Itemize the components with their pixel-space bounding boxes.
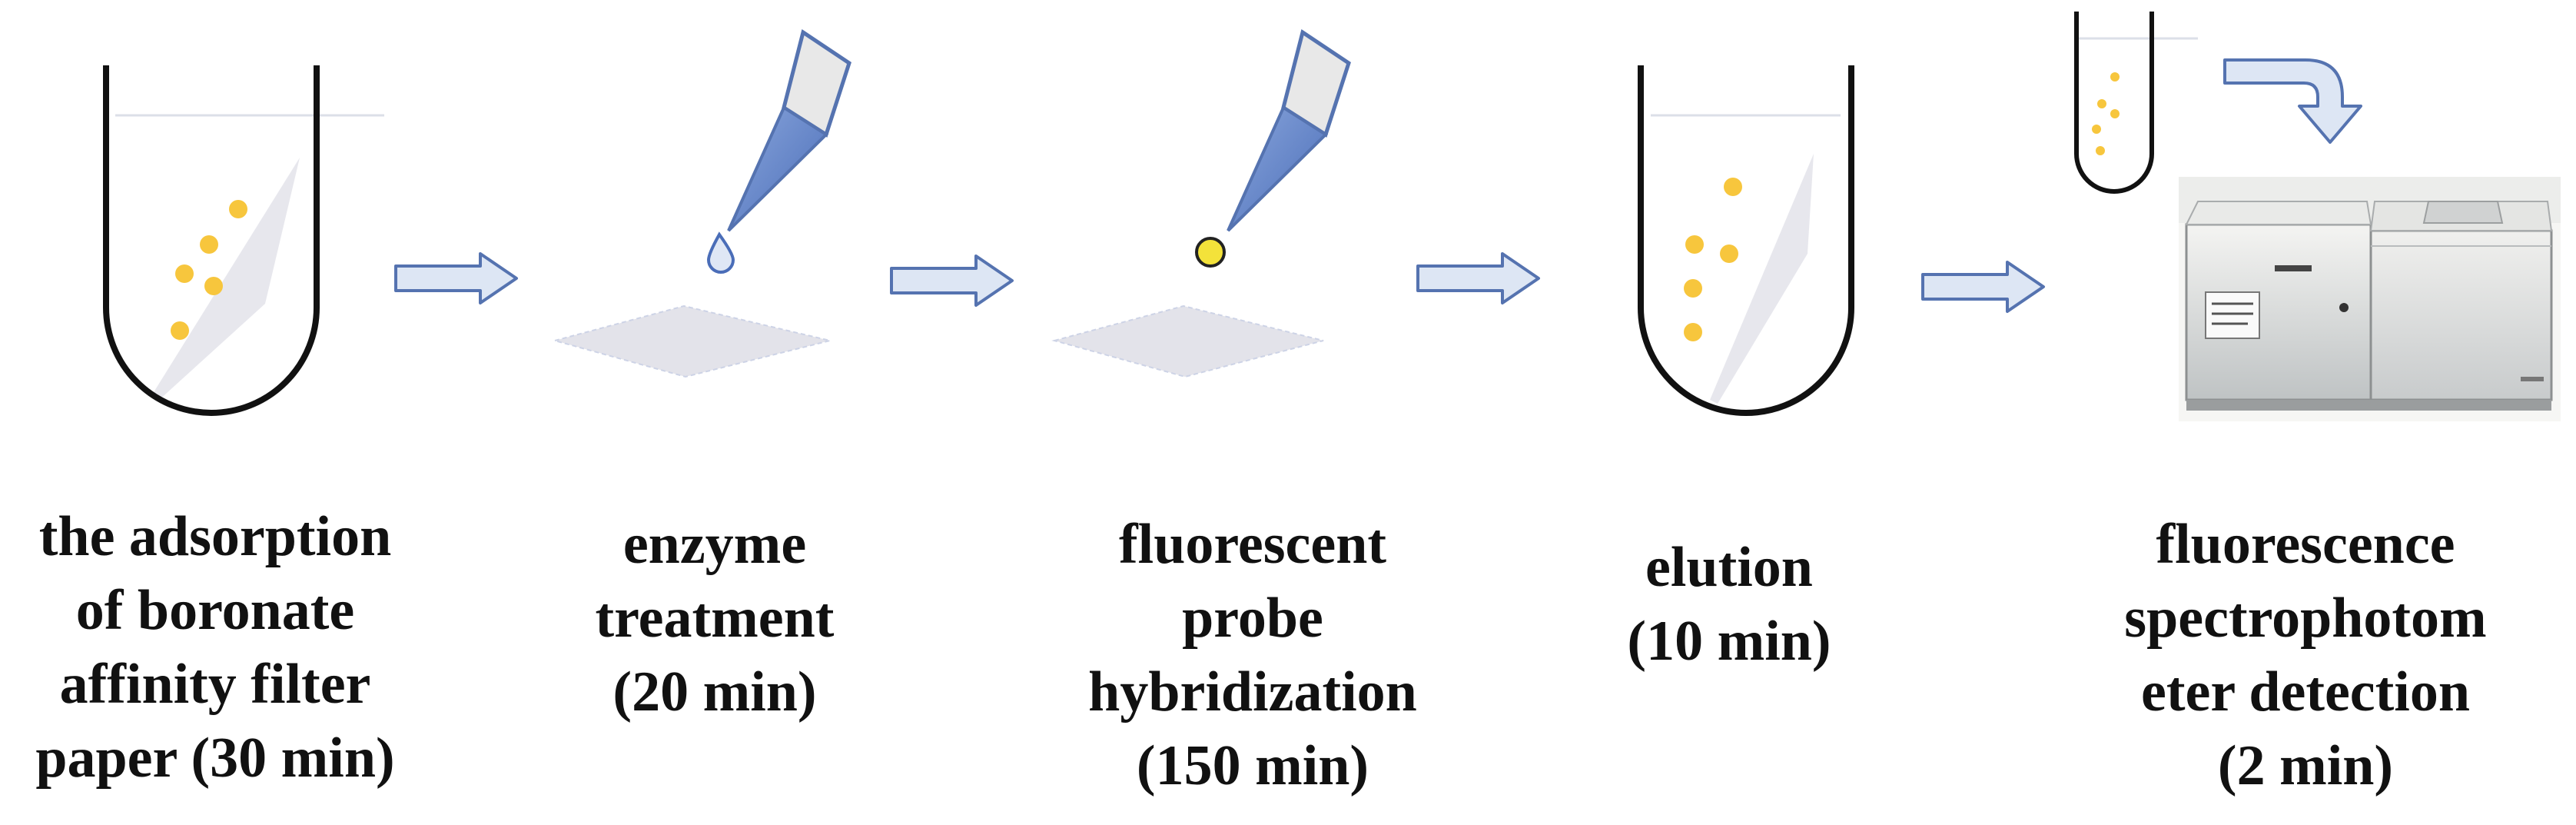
pipette-tip: [1227, 105, 1329, 232]
arrow-1: [394, 252, 518, 304]
label-line: hybridization: [1088, 660, 1417, 724]
label-line: enzyme: [622, 513, 807, 576]
small-tube: [2074, 12, 2198, 194]
dot: [1684, 323, 1702, 341]
dot: [1724, 178, 1742, 196]
curved-arrow: [2223, 58, 2362, 144]
filter-paper-3: [1051, 304, 1324, 378]
tube-1: [103, 65, 384, 416]
tube-4: [1638, 65, 1854, 416]
filter-paper-2: [552, 304, 831, 378]
instrument-right-module: [2369, 229, 2553, 401]
dot: [204, 277, 223, 295]
dot: [171, 321, 189, 340]
label-line: paper (30 min): [35, 727, 395, 790]
step-label-detection: fluorescence spectrophotom eter detectio…: [2075, 507, 2536, 803]
instrument-label-panel: [2205, 291, 2260, 339]
dot: [1685, 235, 1704, 254]
tube-1-outline: [103, 65, 320, 416]
tube-4-outline: [1638, 65, 1854, 416]
label-line: probe: [1182, 587, 1323, 650]
arrow-2: [890, 254, 1014, 307]
label-line: spectrophotom: [2124, 587, 2487, 650]
pipette-tip: [727, 105, 829, 232]
label-line: eter detection: [2140, 660, 2471, 724]
dot: [2110, 109, 2120, 118]
small-tube-outline: [2074, 12, 2154, 194]
label-line: affinity filter: [59, 653, 371, 716]
label-line: treatment: [595, 587, 835, 650]
arrow-4: [1921, 261, 2045, 313]
dot: [200, 235, 218, 254]
label-line: (2 min): [2217, 734, 2394, 797]
label-line: (150 min): [1136, 734, 1369, 797]
dot: [175, 264, 194, 283]
label-line: elution: [1645, 536, 1813, 599]
filter-paper-4: [1710, 154, 1814, 404]
label-line: fluorescence: [2156, 513, 2455, 576]
dot: [1720, 245, 1738, 263]
dot: [2097, 99, 2106, 108]
power-button: [2339, 303, 2349, 312]
dot: [2096, 146, 2105, 155]
label-line: fluorescent: [1119, 513, 1386, 576]
step-label-adsorption: the adsorption of boronate affinity filt…: [0, 500, 430, 795]
label-line: of boronate: [75, 579, 355, 642]
arrow-3: [1416, 252, 1540, 304]
label-line: the adsorption: [38, 505, 392, 568]
pipette-2: [706, 28, 851, 274]
step-label-enzyme: enzyme treatment (20 min): [553, 507, 876, 729]
label-line: (10 min): [1627, 610, 1831, 673]
dot: [229, 200, 247, 218]
drop-yellow: [1195, 237, 1226, 268]
label-line: (20 min): [612, 660, 817, 724]
dot: [1684, 279, 1702, 298]
spectrophotometer: [2179, 177, 2561, 421]
step-label-elution: elution (10 min): [1583, 531, 1875, 678]
dot: [2110, 72, 2120, 82]
filter-paper-1: [154, 158, 300, 401]
pipette-3: [1195, 28, 1351, 268]
drop-clear: [706, 231, 735, 274]
dot: [2092, 125, 2101, 134]
step-label-hybridization: fluorescent probe hybridization (150 min…: [1045, 507, 1460, 803]
